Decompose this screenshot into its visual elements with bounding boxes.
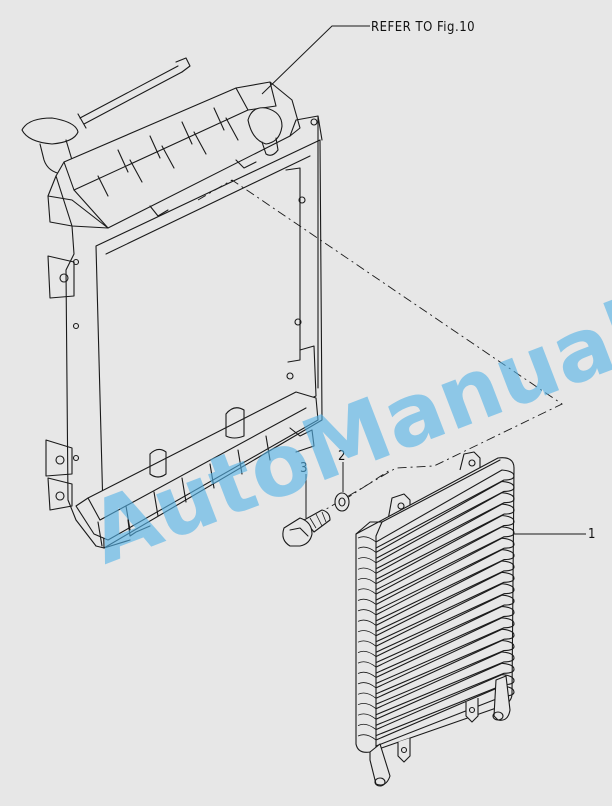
radiator-core-frame bbox=[95, 115, 323, 549]
reference-leader: REFER TO Fig.10 bbox=[261, 20, 475, 95]
cooler-fin bbox=[375, 469, 515, 549]
watermark-group: AutoManual bbox=[76, 282, 612, 584]
cooler-fin bbox=[375, 639, 515, 705]
callout-label-2: 2 bbox=[338, 449, 345, 464]
cooler-tank-rib bbox=[357, 692, 377, 699]
cooler-tank-rib bbox=[357, 713, 377, 720]
cooler-tank-rib bbox=[357, 682, 377, 689]
lower-tank bbox=[75, 391, 319, 549]
cooler-fin bbox=[375, 605, 515, 674]
cooler-fin bbox=[375, 492, 515, 570]
radiator-assembly bbox=[21, 57, 323, 549]
cooler-fin bbox=[375, 537, 515, 612]
cooler-tank-rib bbox=[357, 640, 377, 647]
cooler-tank-rib bbox=[357, 630, 377, 637]
cooler-fin bbox=[375, 503, 515, 580]
upper-tank bbox=[47, 81, 301, 229]
reference-note-text: REFER TO Fig.10 bbox=[371, 20, 475, 35]
cooler-tank-rib bbox=[357, 609, 377, 616]
dipstick-rod bbox=[77, 57, 191, 129]
mounting-phantom-line-2 bbox=[343, 469, 391, 501]
cooler-fin bbox=[375, 583, 515, 653]
cooler-fin bbox=[375, 560, 515, 632]
washer-part bbox=[334, 492, 350, 512]
cooler-tank-rib bbox=[357, 723, 377, 730]
cooler-fin bbox=[375, 549, 515, 622]
cooler-tank-rib bbox=[357, 702, 377, 710]
cooler-tank-rib bbox=[357, 536, 377, 543]
cooler-fin bbox=[375, 594, 515, 664]
watermark-text: AutoManual bbox=[76, 282, 612, 584]
callout-label-3: 3 bbox=[300, 461, 307, 476]
cooler-fin bbox=[375, 662, 515, 726]
bolt-part bbox=[282, 509, 331, 547]
cooler-tank-rib bbox=[357, 557, 377, 564]
cooler-tank-rib bbox=[357, 650, 377, 657]
cooler-fin bbox=[375, 514, 515, 591]
cooler-tank-rib bbox=[357, 661, 377, 668]
callout-label-1: 1 bbox=[588, 527, 595, 542]
cooler-fin bbox=[375, 628, 515, 695]
cooler-tank-rib bbox=[357, 588, 377, 595]
cooler-tank-rib bbox=[357, 546, 377, 553]
cooler-tank-rib bbox=[357, 577, 377, 585]
cooler-fin bbox=[375, 526, 515, 601]
cooler-fin bbox=[375, 571, 515, 643]
cooler-fin bbox=[375, 480, 515, 559]
cooler-fins bbox=[357, 469, 515, 747]
radiator-cap bbox=[21, 117, 79, 175]
cooler-tank-rib bbox=[357, 567, 377, 574]
cooler-fin bbox=[375, 617, 515, 685]
cooler-fin bbox=[375, 674, 515, 737]
cooler-fin bbox=[375, 651, 515, 716]
cooler-tank-rib bbox=[357, 598, 377, 605]
oil-cooler-part bbox=[355, 451, 515, 787]
cooler-tank-rib bbox=[357, 619, 377, 626]
side-bracket-left bbox=[45, 225, 97, 547]
cooler-tank-rib bbox=[357, 734, 377, 741]
cooler-tank-rib bbox=[357, 671, 377, 678]
mounting-phantom-line bbox=[197, 179, 563, 525]
